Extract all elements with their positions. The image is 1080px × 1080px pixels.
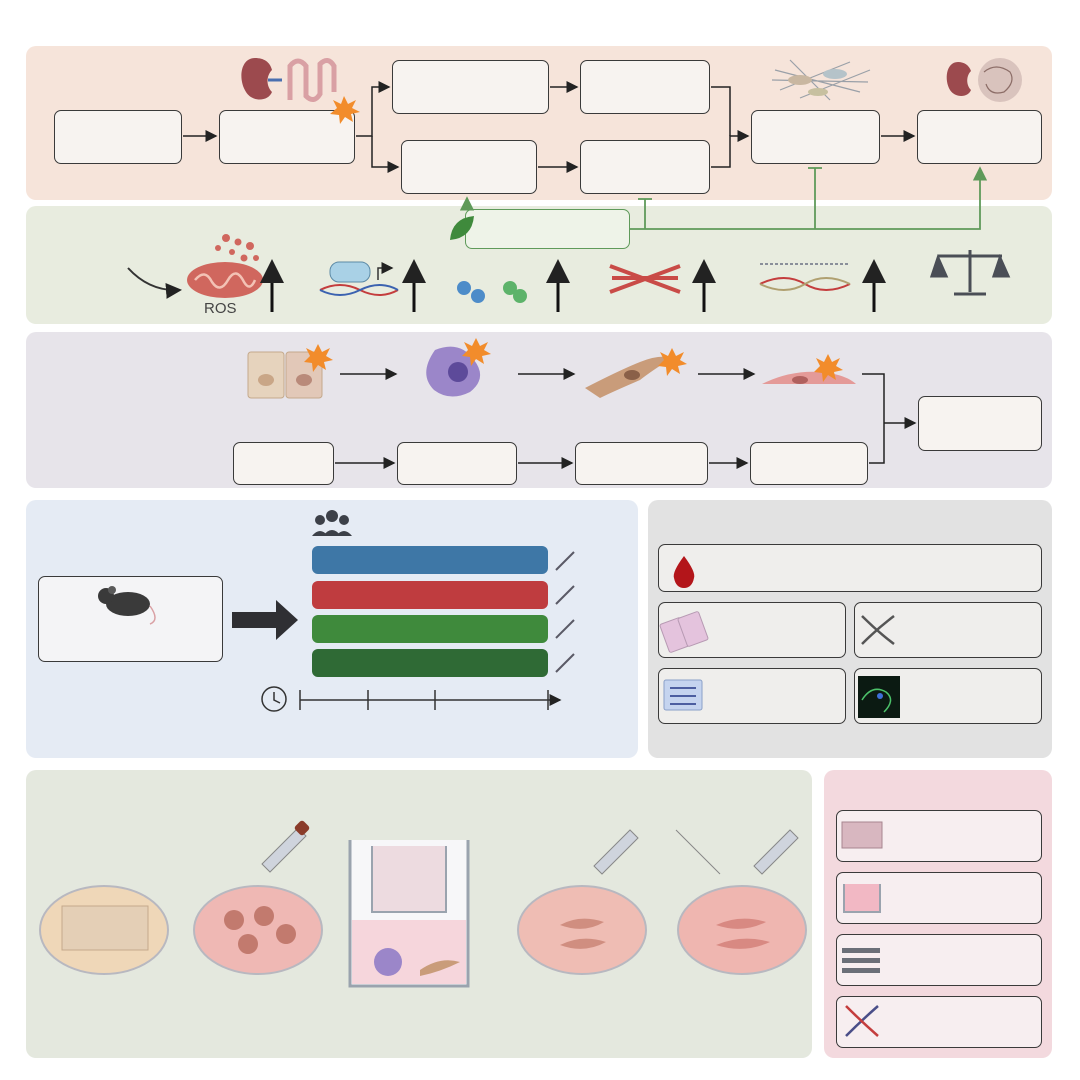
mouse-icon — [98, 586, 156, 625]
leaf-icon — [450, 216, 474, 240]
mouse-model-box — [38, 576, 223, 662]
blood-drop-icon — [673, 556, 695, 588]
cell-box-4 — [750, 442, 868, 485]
molecules-icon — [457, 281, 527, 303]
analysis-box-blood — [658, 544, 1042, 592]
pathway-box-fibrosis — [751, 110, 880, 164]
collagen-crosslink-icon — [609, 264, 681, 294]
transwell-small-icon — [843, 884, 881, 913]
dna-icon — [861, 615, 895, 645]
epithelial-cells-icon — [247, 344, 333, 399]
pathway-arrows — [183, 81, 916, 173]
group-icon — [312, 510, 352, 536]
ros-label: ROS — [204, 300, 237, 317]
treatment-group-bar-2 — [312, 581, 548, 609]
cell-box-2 — [397, 442, 517, 485]
pathway-box-upper-2 — [580, 60, 710, 114]
dna-small-icon — [845, 1005, 879, 1037]
cell-box-outcome — [918, 396, 1042, 451]
cell-box-1 — [233, 442, 334, 485]
transcription-factor-icon — [319, 261, 399, 296]
syringe-icon — [555, 551, 575, 673]
pathway-box-outcome — [917, 110, 1042, 164]
dropper-icon — [261, 820, 310, 873]
transwell-icon — [348, 840, 470, 988]
curved-arrow — [127, 267, 182, 299]
myofibroblast-dish-icon — [677, 885, 807, 975]
cell-transition-panel — [26, 332, 1052, 488]
macrophage-icon — [426, 338, 491, 397]
treatment-group-bar-3 — [312, 615, 548, 643]
fibrotic-kidney-icon — [946, 58, 1022, 102]
intervention-box — [465, 209, 630, 249]
pathway-box-lower-1 — [401, 140, 537, 194]
mitochondria-icon — [187, 234, 263, 298]
assay-box-4 — [836, 996, 1042, 1048]
treatment-group-bar-4 — [312, 649, 548, 677]
balance-scale-icon — [929, 250, 1011, 296]
assay-box-3 — [836, 934, 1042, 986]
treatment-group-bar-1 — [312, 546, 548, 574]
dna-strands-icon — [759, 263, 851, 291]
macrophage-dish-icon — [193, 885, 323, 975]
myofibroblast-icon — [762, 354, 856, 384]
cell-arrows — [335, 368, 917, 469]
pathway-box-injury — [219, 110, 355, 164]
gel-icon — [842, 948, 880, 973]
pathway-box-lower-2 — [580, 140, 710, 194]
increase-arrows — [260, 259, 886, 312]
pathway-box-start — [54, 110, 182, 164]
pathway-box-upper-1 — [392, 60, 549, 114]
timeline — [261, 686, 562, 712]
big-arrow — [232, 600, 298, 640]
epithelial-dish-icon — [39, 885, 169, 975]
western-blot-icon — [663, 679, 703, 711]
fibrotic-tissue-icon — [771, 59, 871, 101]
damage-burst-icon — [330, 96, 360, 124]
dropper-icons — [593, 829, 799, 875]
fibroblast-dish-icon — [517, 885, 647, 975]
immunofluorescence-icon — [858, 676, 900, 718]
histology-slide-icon — [659, 611, 709, 653]
intervention-lines — [459, 166, 988, 230]
fibroblast-icon — [585, 348, 687, 398]
intestine-icon — [287, 58, 337, 102]
plate-icon — [841, 821, 883, 849]
cell-box-3 — [575, 442, 708, 485]
analysis-box-dna — [854, 602, 1042, 658]
kidney-icon — [241, 58, 282, 100]
